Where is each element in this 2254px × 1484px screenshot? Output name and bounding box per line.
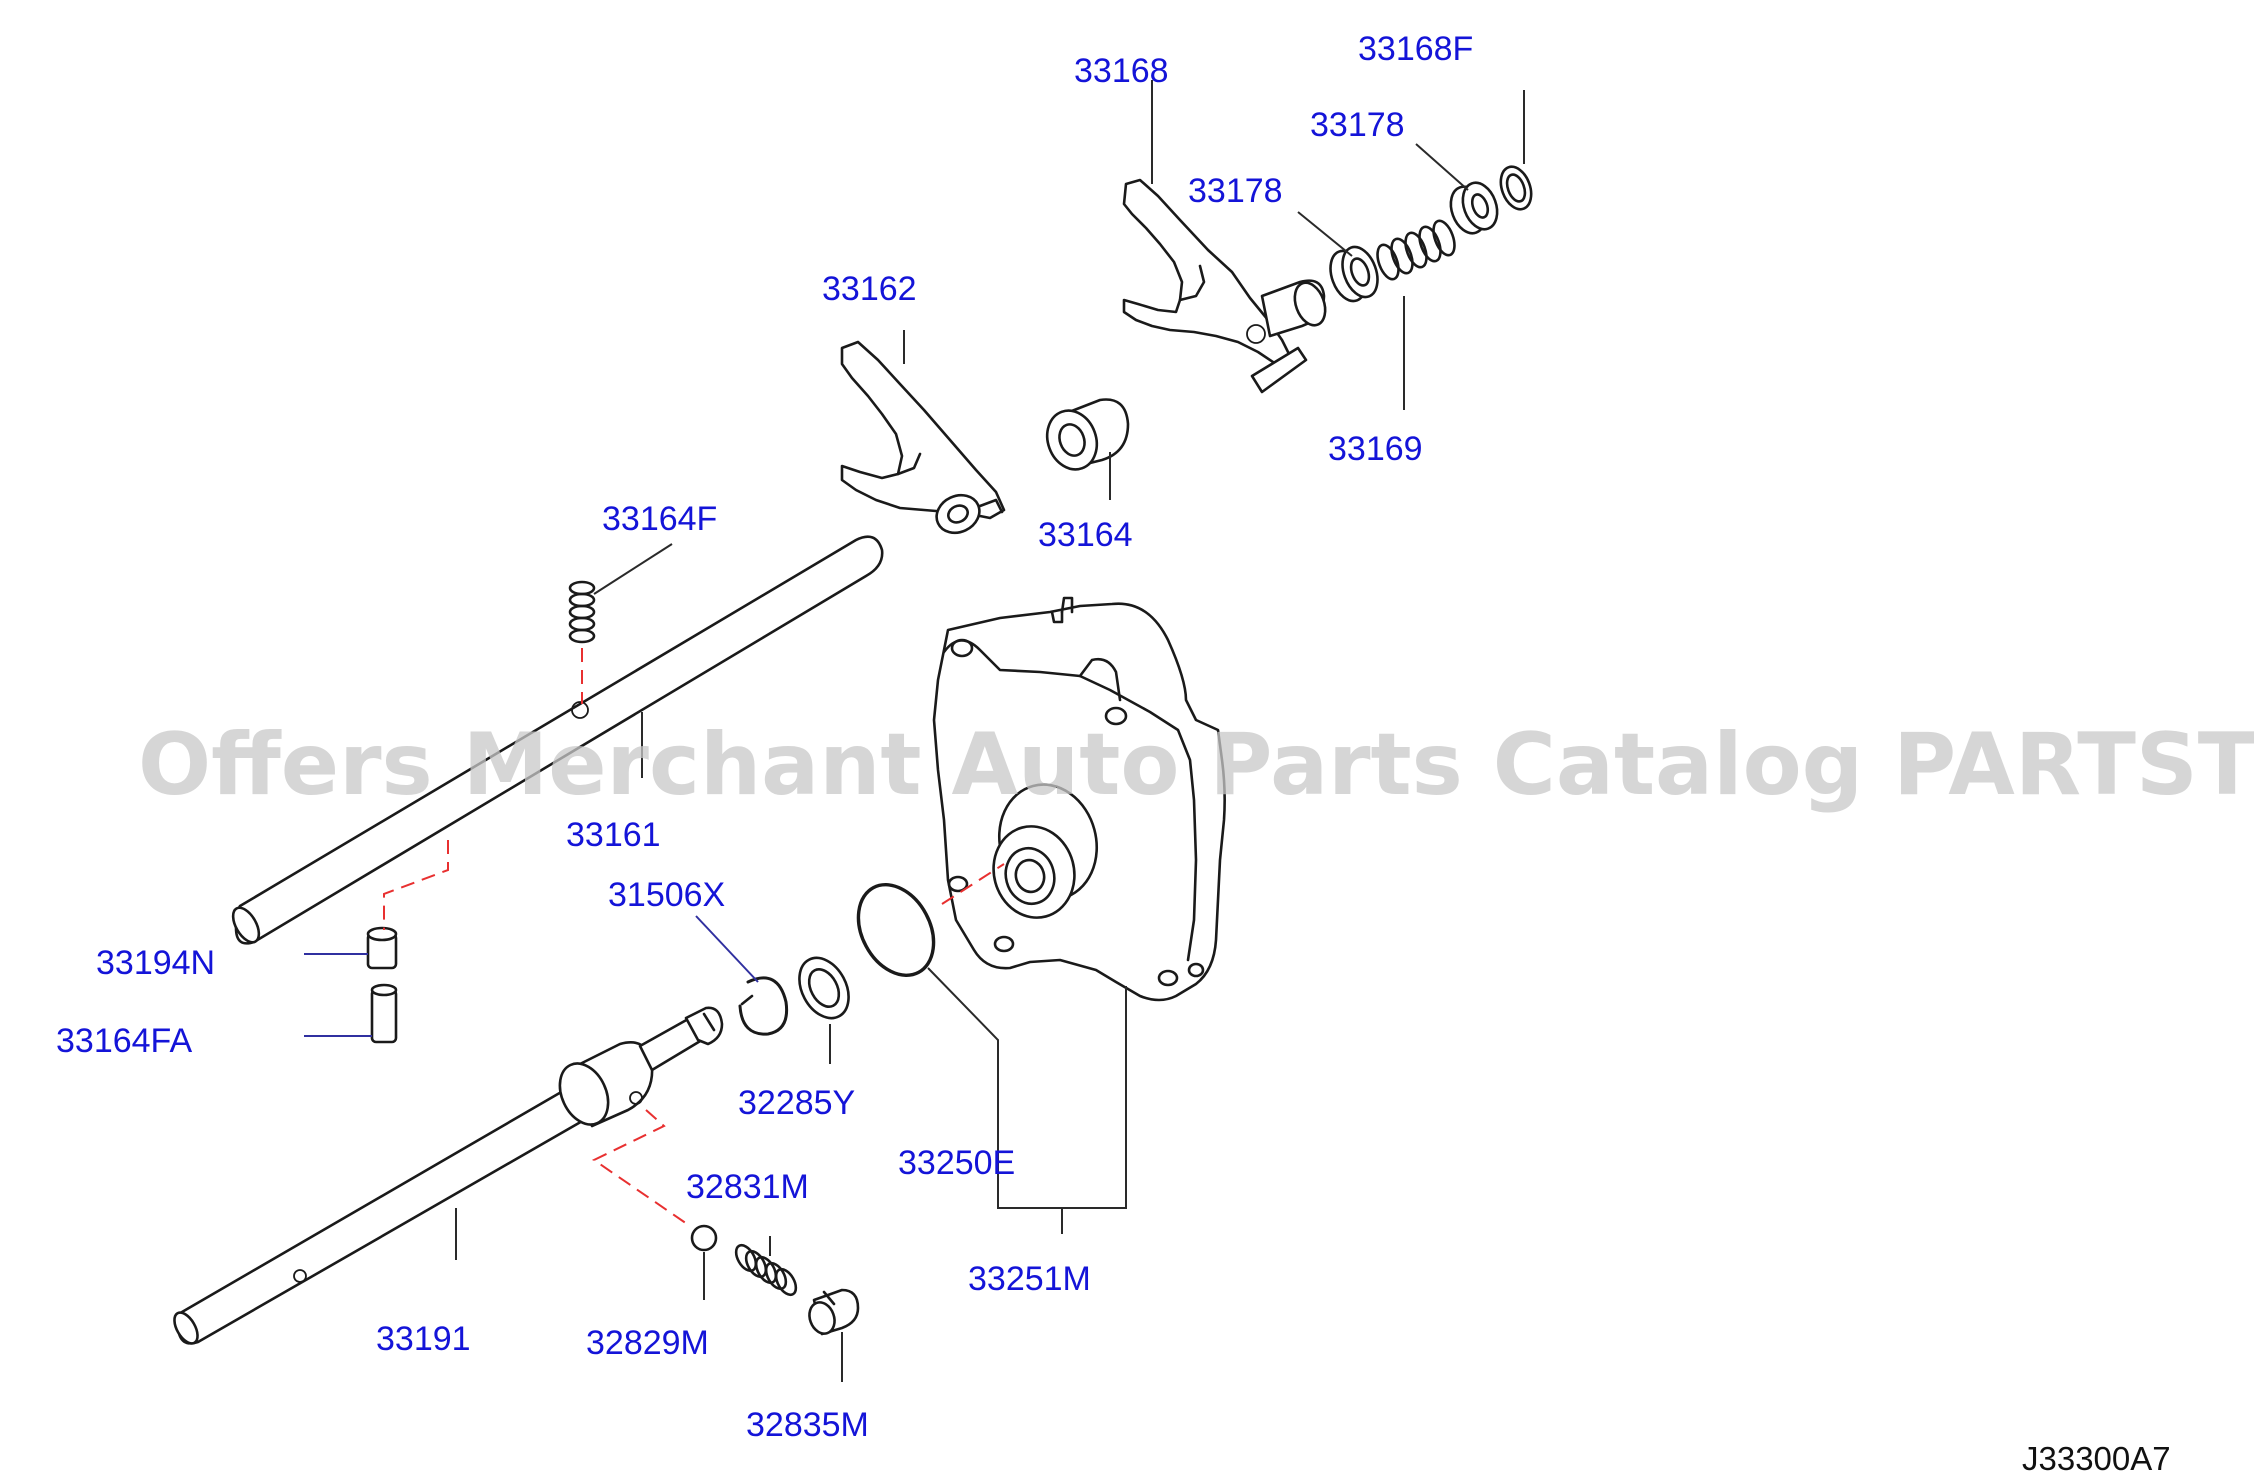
callout-33164fa[interactable]: 33164FA: [56, 1022, 192, 1060]
leader-lines: [304, 80, 1525, 1382]
part-33168f-washer[interactable]: [1495, 163, 1536, 214]
callout-33168[interactable]: 33168: [1074, 52, 1169, 90]
part-33162-shift-fork[interactable]: [840, 340, 1006, 540]
callout-32831m[interactable]: 32831M: [686, 1168, 809, 1206]
callout-33164f[interactable]: 33164F: [602, 500, 717, 538]
callout-33178-mid[interactable]: 33178: [1188, 172, 1283, 210]
part-33164fa-pin[interactable]: [370, 983, 398, 1044]
part-32829m-ball[interactable]: [690, 1224, 718, 1252]
part-32831m-spring[interactable]: [732, 1242, 800, 1298]
callout-33161[interactable]: 33161: [566, 816, 661, 854]
callout-31506x[interactable]: 31506X: [608, 876, 725, 914]
part-33251m-housing[interactable]: [932, 596, 1226, 1002]
callout-33162[interactable]: 33162: [822, 270, 917, 308]
part-33178-bushing-mid[interactable]: [1324, 242, 1384, 306]
callout-33168f[interactable]: 33168F: [1358, 30, 1473, 68]
callout-33250e[interactable]: 33250E: [898, 1144, 1015, 1182]
part-33168-shift-fork[interactable]: [1122, 178, 1331, 394]
callout-33178-top[interactable]: 33178: [1310, 106, 1405, 144]
part-33169-spring[interactable]: [1373, 218, 1458, 282]
part-33191-shift-rod[interactable]: [170, 1006, 724, 1347]
part-33178-bushing-top[interactable]: [1445, 178, 1503, 238]
callout-33164[interactable]: 33164: [1038, 516, 1133, 554]
part-32835m-plug[interactable]: [805, 1288, 860, 1337]
callout-32285y[interactable]: 32285Y: [738, 1084, 855, 1122]
callout-33251m[interactable]: 33251M: [968, 1260, 1091, 1298]
callout-33169[interactable]: 33169: [1328, 430, 1423, 468]
callout-32829m[interactable]: 32829M: [586, 1324, 709, 1362]
part-31506x-snap-ring[interactable]: [738, 976, 789, 1036]
part-33164f-spring[interactable]: [568, 580, 596, 644]
part-32285y-washer[interactable]: [790, 949, 859, 1026]
watermark-text: Offers Merchant Auto Parts Catalog PARTS…: [138, 715, 2254, 815]
callout-32835m[interactable]: 32835M: [746, 1406, 869, 1444]
callout-33194n[interactable]: 33194N: [96, 944, 215, 982]
assembly-dashed-lines: [383, 648, 1005, 1227]
part-33194n-pin[interactable]: [366, 926, 398, 970]
part-33164-bush[interactable]: [1039, 398, 1130, 477]
part-33161-shift-rod[interactable]: [228, 535, 884, 947]
callout-33191[interactable]: 33191: [376, 1320, 471, 1358]
part-33250e-o-ring[interactable]: [843, 872, 948, 989]
diagram-id: J33300A7: [2022, 1440, 2171, 1477]
